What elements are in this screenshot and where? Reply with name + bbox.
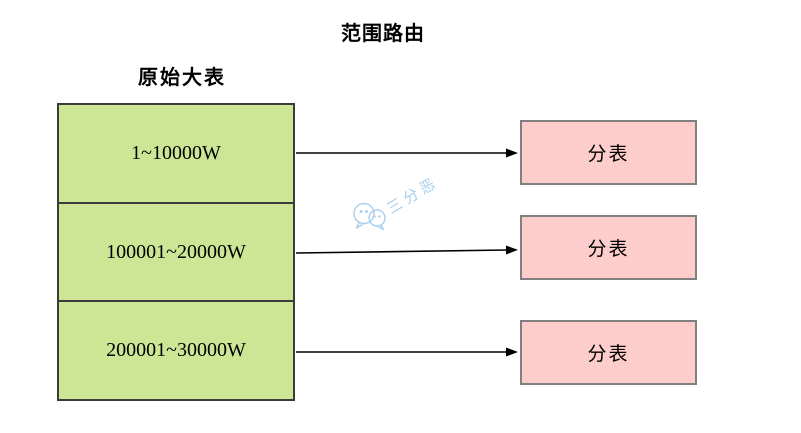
source-table-label: 原始大表 [138, 67, 226, 89]
watermark: 三分恶 [350, 174, 470, 236]
source-table: 1~10000W 100001~20000W 200001~30000W [57, 103, 295, 401]
shard-table-3: 分表 [520, 320, 697, 385]
shard-table-1: 分表 [520, 120, 697, 185]
source-row-range-3: 200001~30000W [59, 300, 293, 399]
watermark-text: 三分恶 [384, 173, 442, 218]
source-row-range-2: 100001~20000W [59, 201, 293, 301]
wechat-icon [353, 202, 386, 231]
source-row-range-1: 1~10000W [131, 141, 221, 164]
arrow-row2-to-shard2 [295, 245, 518, 255]
shard-table-2: 分表 [520, 215, 697, 280]
page-title: 范围路由 [341, 23, 425, 45]
